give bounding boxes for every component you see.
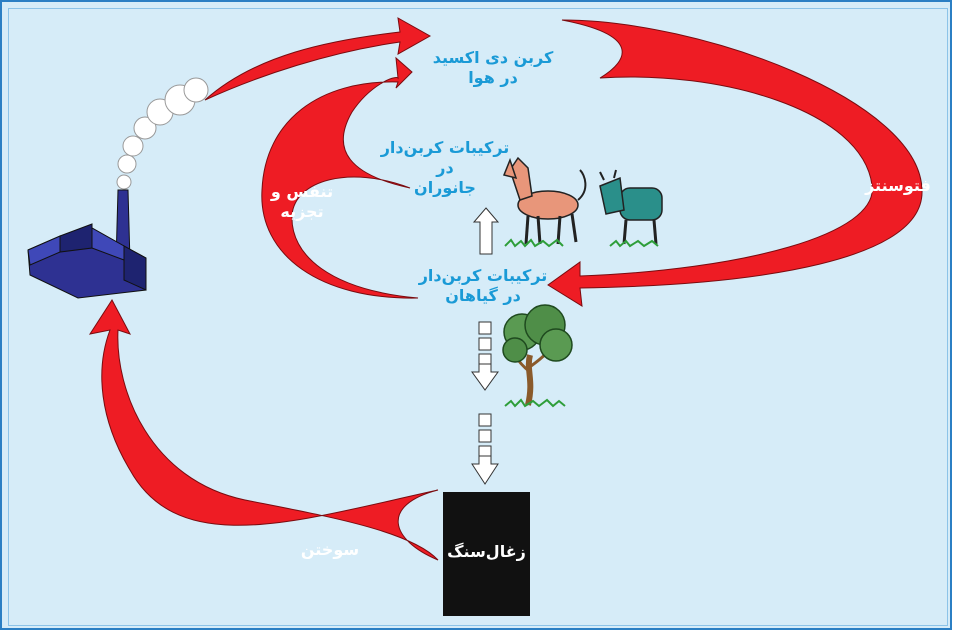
photosynthesis-text: فتوسنتز	[865, 176, 931, 195]
combustion-label: سوختن	[290, 540, 370, 560]
animals-label-line3: جانوران	[414, 178, 476, 197]
plants-label-line2: در گیاهان	[445, 286, 521, 305]
combustion-arrow	[88, 299, 439, 561]
plants-to-ground-arrow	[471, 321, 499, 391]
tree-icon	[502, 304, 573, 408]
diagram-inner-border	[8, 8, 948, 626]
photosynthesis-label: فتوسنتز	[858, 176, 938, 196]
ground-to-coal-arrow	[471, 413, 499, 485]
animals-carbon-label: ترکیبات کربن‌دار در جانوران	[380, 138, 510, 198]
horse-icon	[502, 156, 587, 248]
co2-label-line2: در هوا	[468, 68, 518, 87]
goat-icon	[599, 169, 663, 248]
respiration-arrow	[261, 56, 419, 299]
coal-text: زغال‌سنگ	[447, 542, 526, 561]
factory-to-air-arrow	[204, 17, 432, 101]
plants-to-animals-arrow	[472, 207, 500, 255]
plants-carbon-label: ترکیبات کربن‌دار در گیاهان	[418, 266, 548, 306]
combustion-text: سوختن	[300, 540, 360, 559]
plants-label-line1: ترکیبات کربن‌دار	[418, 266, 548, 285]
animals-label-line1: ترکیبات کربن‌دار	[380, 138, 510, 157]
respiration-label: تنفس و تجزیه	[262, 182, 342, 222]
respiration-label-line2: تجزیه	[280, 202, 324, 221]
factory-icon	[27, 77, 209, 299]
photosynthesis-arrow	[547, 19, 923, 307]
animals-label-line2: در	[436, 158, 454, 177]
coal-label: زغال‌سنگ	[443, 542, 530, 562]
co2-in-air-label: کربن دی اکسید در هوا	[428, 48, 558, 88]
respiration-label-line1: تنفس و	[270, 182, 334, 201]
co2-label-line1: کربن دی اکسید	[432, 48, 554, 67]
coal-block	[443, 492, 530, 616]
